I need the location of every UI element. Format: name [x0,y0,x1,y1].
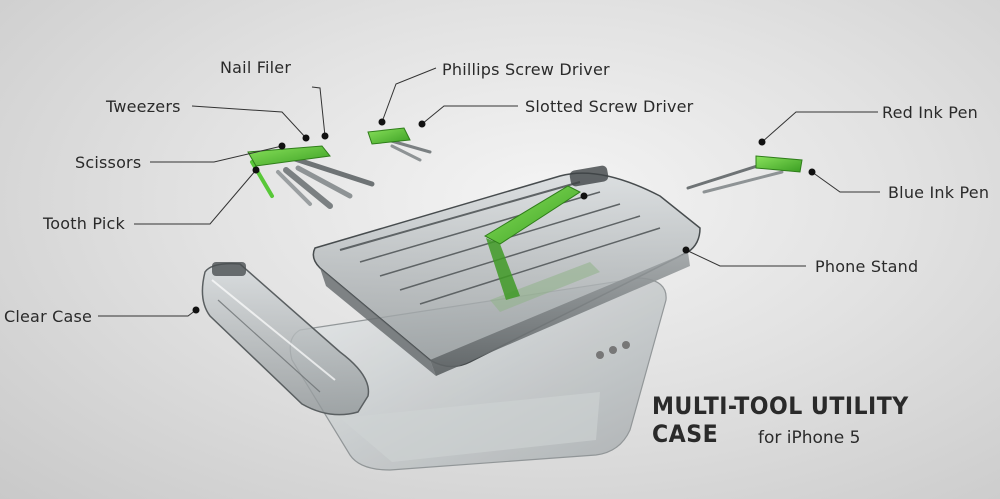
label-clear-case: Clear Case [4,307,93,326]
label-scissors: Scissors [75,153,142,172]
leader-dots [192,118,816,314]
label-phone-stand: Phone Stand [815,257,919,276]
leader-lines [98,67,880,317]
label-tooth-pick: Tooth Pick [43,214,125,233]
label-phillips-screw-driver: Phillips Screw Driver [442,60,610,79]
pen-cluster [686,155,803,194]
label-red-ink-pen: Red Ink Pen [882,103,978,122]
screwdriver-cluster [367,127,432,162]
label-tweezers: Tweezers [106,97,181,116]
phone-stand-part [483,185,582,300]
label-blue-ink-pen: Blue Ink Pen [888,183,990,202]
clear-case-part [201,262,370,416]
left-tool-cluster [247,145,375,209]
label-nail-filer: Nail Filer [220,58,292,77]
label-slotted-screw-driver: Slotted Screw Driver [525,97,694,116]
